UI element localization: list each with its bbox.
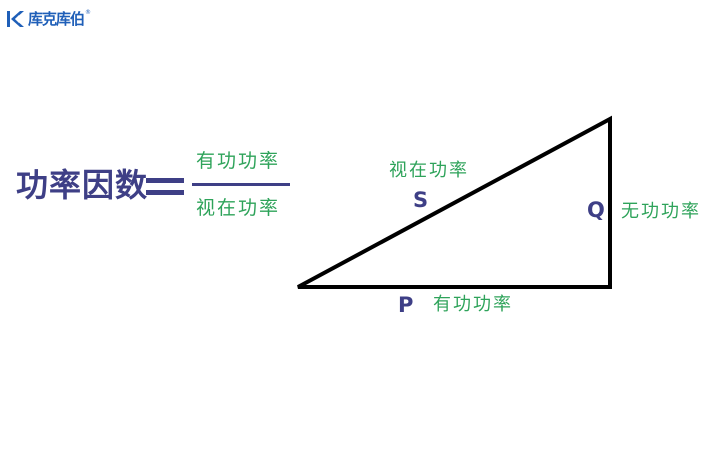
power-factor-label: 功率因数	[16, 166, 149, 204]
hypotenuse-letter-s: S	[413, 188, 429, 212]
hypotenuse-label: 视在功率	[389, 160, 469, 181]
brand-logo: 库克库伯 ®	[6, 8, 91, 30]
vertical-label: 无功功率	[621, 201, 701, 222]
registered-mark: ®	[85, 8, 92, 16]
logo-k-icon	[7, 11, 24, 27]
fraction-denominator: 视在功率	[196, 197, 281, 219]
base-letter-p: P	[398, 293, 414, 317]
fraction-numerator: 有功功率	[196, 150, 281, 172]
fraction-bar	[192, 183, 290, 186]
base-label: 有功功率	[433, 294, 513, 315]
logo-text: 库克库伯	[28, 10, 85, 28]
vertical-letter-q: Q	[587, 198, 605, 222]
triangle-outline	[297, 115, 612, 289]
equals-sign	[146, 178, 184, 196]
